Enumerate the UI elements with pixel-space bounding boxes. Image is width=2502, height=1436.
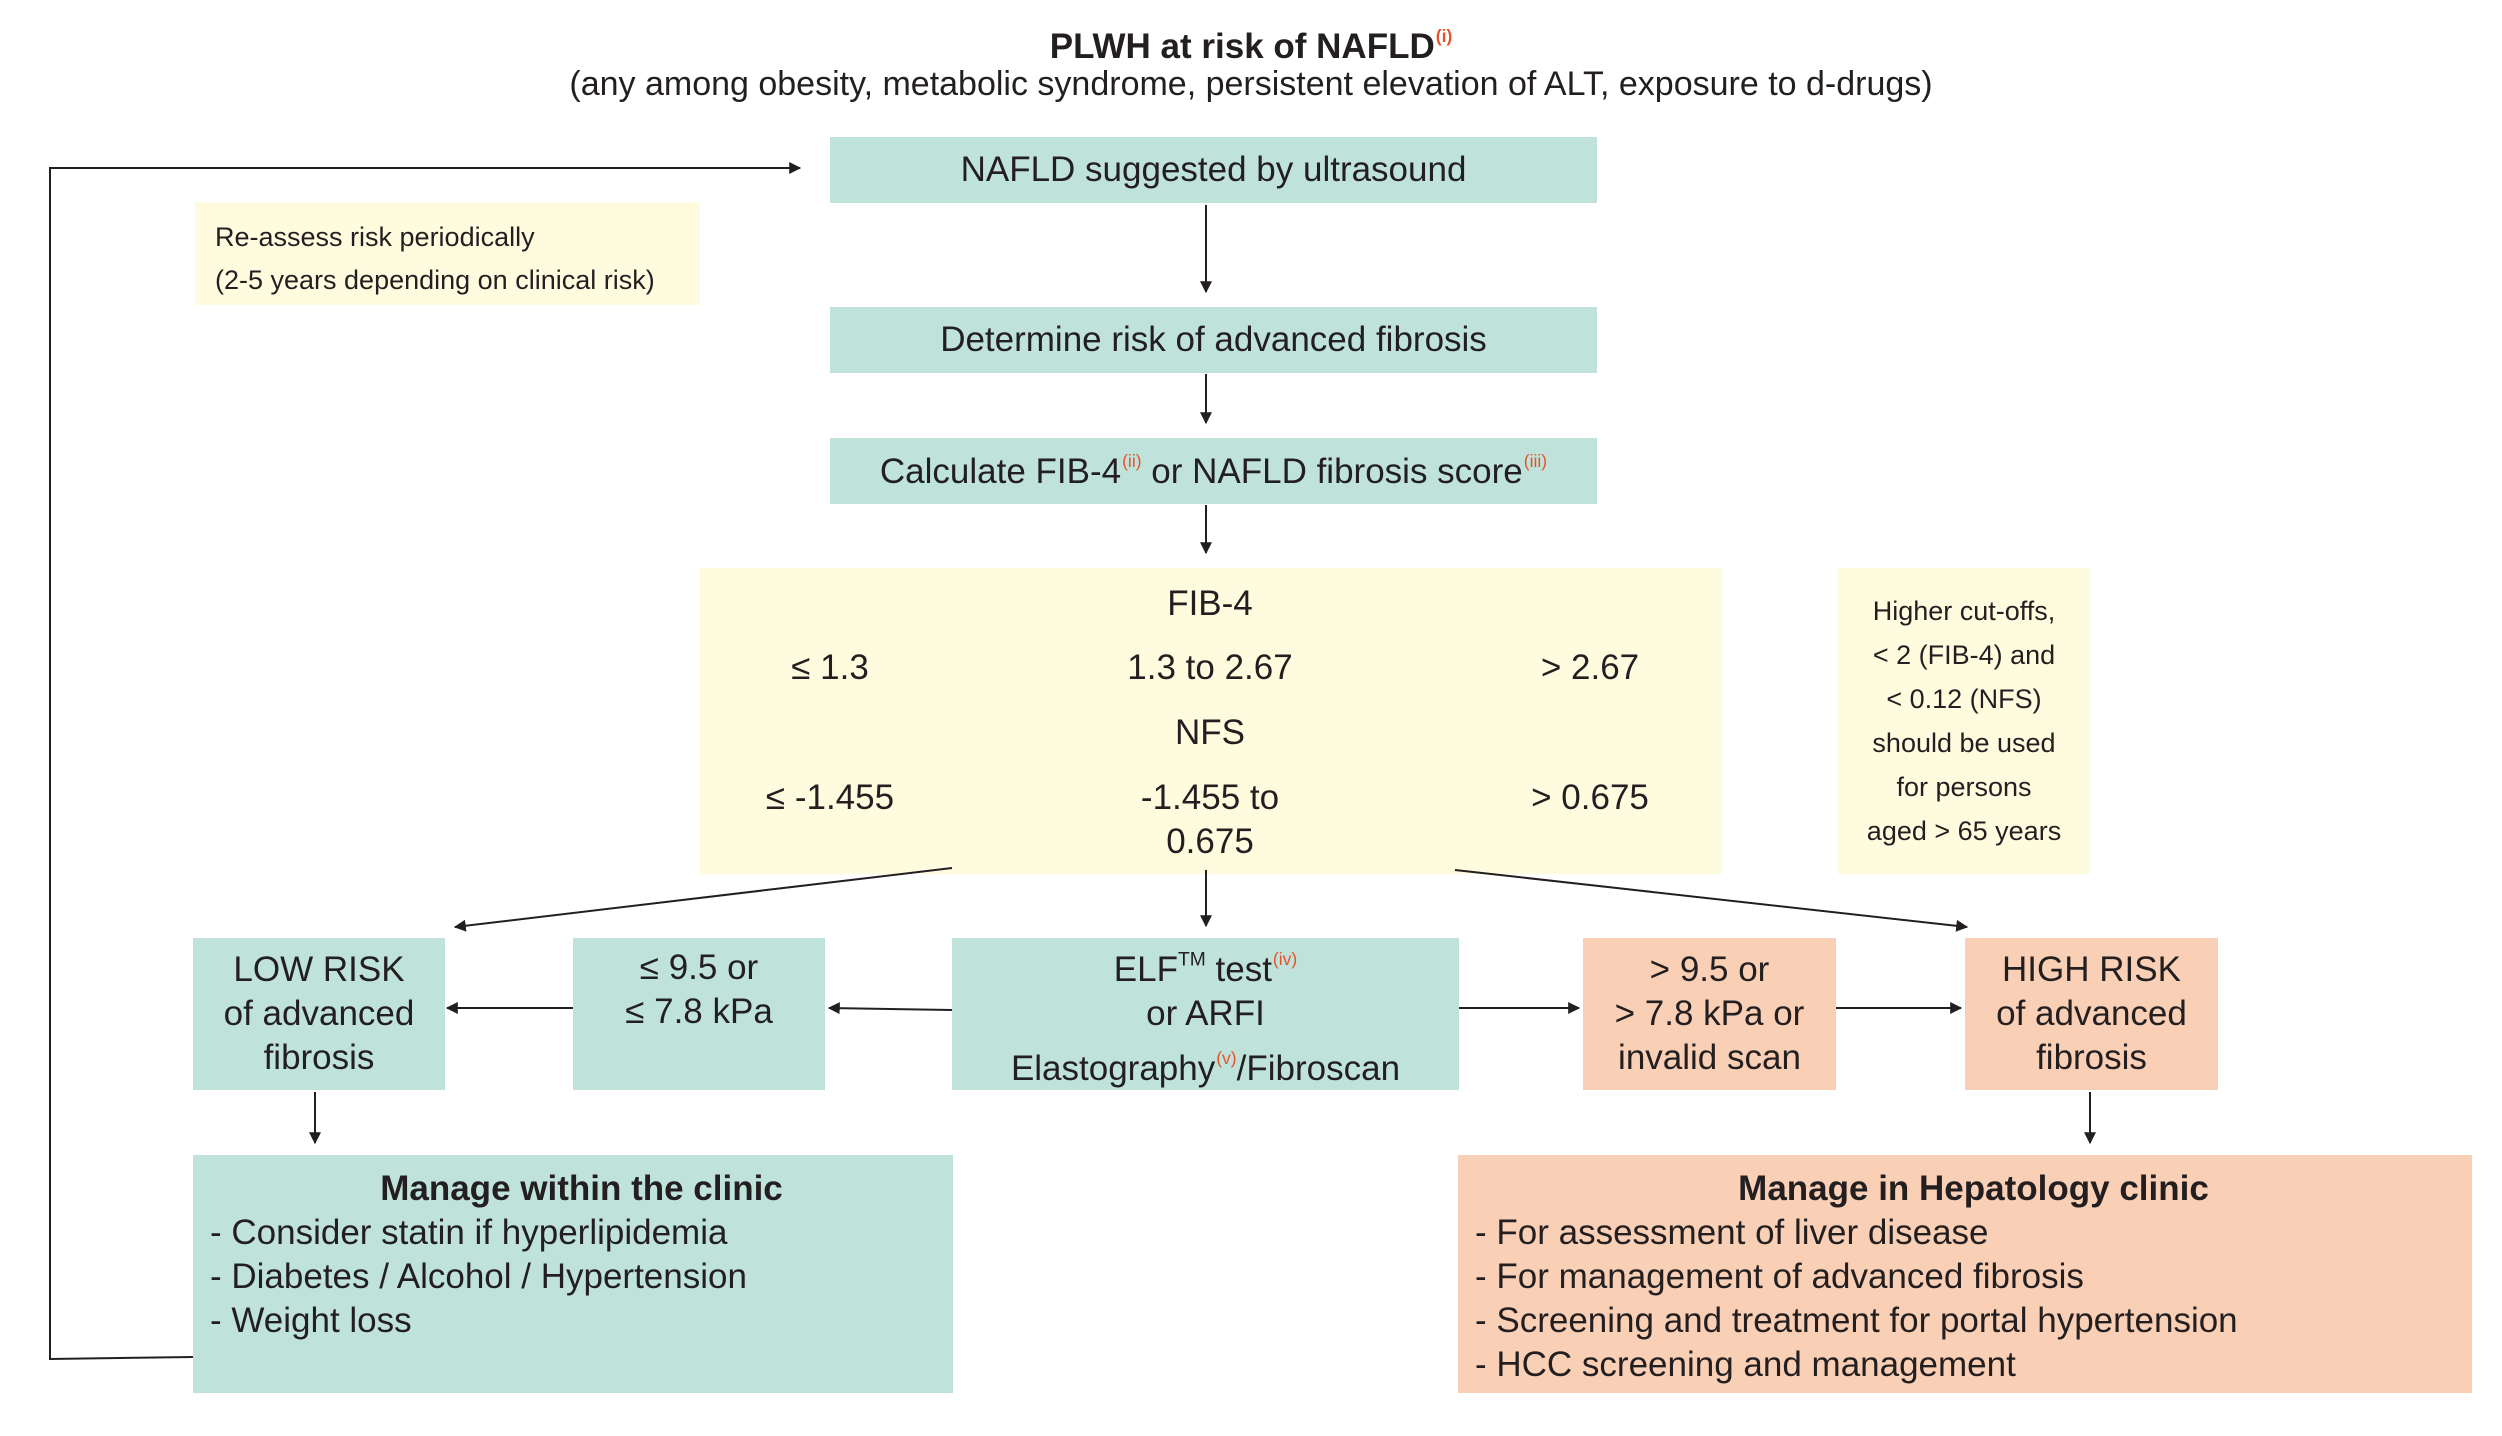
footnote-ref: (iv): [1272, 949, 1298, 970]
footnote-ref: (ii): [1122, 450, 1142, 471]
age-cutoff-note: Higher cut-offs, < 2 (FIB-4) and < 0.12 …: [1838, 568, 2090, 874]
calculate-score-mid: or NAFLD fibrosis score: [1141, 451, 1523, 491]
elf-line-2: or ARFI: [1146, 994, 1265, 1033]
manage-hepatology-item: - For management of advanced fibrosis: [1475, 1257, 2084, 1296]
low-risk-line-2: of advanced: [223, 994, 415, 1033]
score-table: [700, 568, 1722, 874]
arrow-elf-to-low-threshold: [827, 1002, 953, 1015]
low-threshold-line-2: ≤ 7.8 kPa: [625, 992, 773, 1031]
high-threshold-line-2: > 7.8 kPa or: [1614, 994, 1805, 1033]
manage-hepatology-title: Manage in Hepatology clinic: [1738, 1169, 2209, 1208]
manage-hepatology-item: - For assessment of liver disease: [1475, 1213, 1989, 1252]
fib4-label: FIB-4: [1167, 584, 1253, 623]
nfs-mid: -1.455 to 0.675: [1060, 776, 1360, 864]
manage-hepatology-item: - HCC screening and management: [1475, 1345, 2016, 1384]
age-note-line-5: for persons: [1896, 772, 2032, 802]
page-subtitle: (any among obesity, metabolic syndrome, …: [569, 65, 1933, 103]
manage-clinic-box: Manage within the clinic - Consider stat…: [193, 1155, 953, 1393]
low-risk-line-1: LOW RISK: [233, 950, 405, 989]
trademark-mark: TM: [1177, 949, 1206, 971]
reassess-line-2: (2-5 years depending on clinical risk): [215, 265, 655, 295]
arrow-table-to-high-risk: [1454, 869, 1969, 932]
manage-hepatology-item: - Screening and treatment for portal hyp…: [1475, 1301, 2238, 1340]
high-risk-line-2: of advanced: [1996, 994, 2187, 1033]
nfs-label: NFS: [1175, 713, 1245, 752]
elf-test-suffix: test: [1205, 950, 1272, 989]
elastography-label: Elastography: [1010, 1048, 1216, 1088]
fib4-high: > 2.67: [1540, 648, 1640, 687]
reassess-line-1: Re-assess risk periodically: [215, 222, 535, 252]
reassess-loop-line: [49, 162, 802, 1361]
nfs-mid-line-1: -1.455 to: [1140, 778, 1280, 817]
page-title-text: PLWH at risk of NAFLD: [1049, 26, 1435, 66]
age-note-line-1: Higher cut-offs,: [1872, 596, 2056, 626]
low-risk-line-3: fibrosis: [263, 1038, 375, 1077]
fibroscan-label: /Fibroscan: [1236, 1048, 1401, 1088]
page-title: PLWH at risk of NAFLD(i): [0, 14, 2502, 69]
calculate-score-step: Calculate FIB-4(ii) or NAFLD fibrosis sc…: [830, 438, 1597, 504]
high-threshold-line-3: invalid scan: [1618, 1038, 1801, 1077]
age-note-line-3: < 0.12 (NFS): [1886, 684, 2042, 714]
manage-clinic-title: Manage within the clinic: [380, 1169, 783, 1208]
determine-risk-step: Determine risk of advanced fibrosis: [830, 307, 1597, 373]
high-threshold-box: > 9.5 or > 7.8 kPa or invalid scan: [1583, 938, 1836, 1090]
manage-hepatology-box: Manage in Hepatology clinic - For assess…: [1458, 1155, 2472, 1393]
nfs-mid-line-2: 0.675: [1166, 822, 1254, 861]
reassess-note: Re-assess risk periodically (2-5 years d…: [195, 202, 700, 305]
fib4-low: ≤ 1.3: [791, 648, 869, 687]
elf-test-box: ELFTM test(iv) or ARFI Elastography(v)/F…: [952, 938, 1459, 1090]
high-risk-box: HIGH RISK of advanced fibrosis: [1965, 938, 2218, 1090]
arrow-table-to-low-risk: [453, 867, 953, 932]
calculate-score-prefix: Calculate FIB-4: [879, 451, 1122, 491]
nfs-high: > 0.675: [1531, 778, 1649, 817]
determine-risk-step-label: Determine risk of advanced fibrosis: [940, 320, 1487, 359]
high-risk-line-1: HIGH RISK: [2002, 950, 2181, 989]
age-note-line-4: should be used: [1872, 728, 2056, 758]
low-threshold-box: ≤ 9.5 or ≤ 7.8 kPa: [573, 938, 825, 1090]
ultrasound-step: NAFLD suggested by ultrasound: [830, 137, 1597, 203]
footnote-ref: (v): [1216, 1048, 1237, 1068]
nfs-low: ≤ -1.455: [765, 778, 895, 817]
high-risk-line-3: fibrosis: [2036, 1038, 2147, 1077]
fib4-mid: 1.3 to 2.67: [1127, 648, 1293, 687]
low-risk-box: LOW RISK of advanced fibrosis: [193, 938, 445, 1090]
low-threshold-line-1: ≤ 9.5 or: [639, 948, 759, 987]
age-note-line-2: < 2 (FIB-4) and: [1872, 640, 2056, 670]
age-note-line-6: aged > 65 years: [1866, 816, 2062, 846]
ultrasound-step-label: NAFLD suggested by ultrasound: [960, 150, 1467, 189]
elf-label: ELF: [1113, 950, 1178, 989]
footnote-ref: (iii): [1523, 450, 1548, 471]
manage-clinic-item: - Diabetes / Alcohol / Hypertension: [210, 1257, 747, 1296]
high-threshold-line-1: > 9.5 or: [1649, 950, 1770, 989]
manage-clinic-item: - Weight loss: [210, 1301, 412, 1340]
footnote-ref: (i): [1435, 26, 1453, 46]
manage-clinic-item: - Consider statin if hyperlipidemia: [210, 1213, 728, 1252]
